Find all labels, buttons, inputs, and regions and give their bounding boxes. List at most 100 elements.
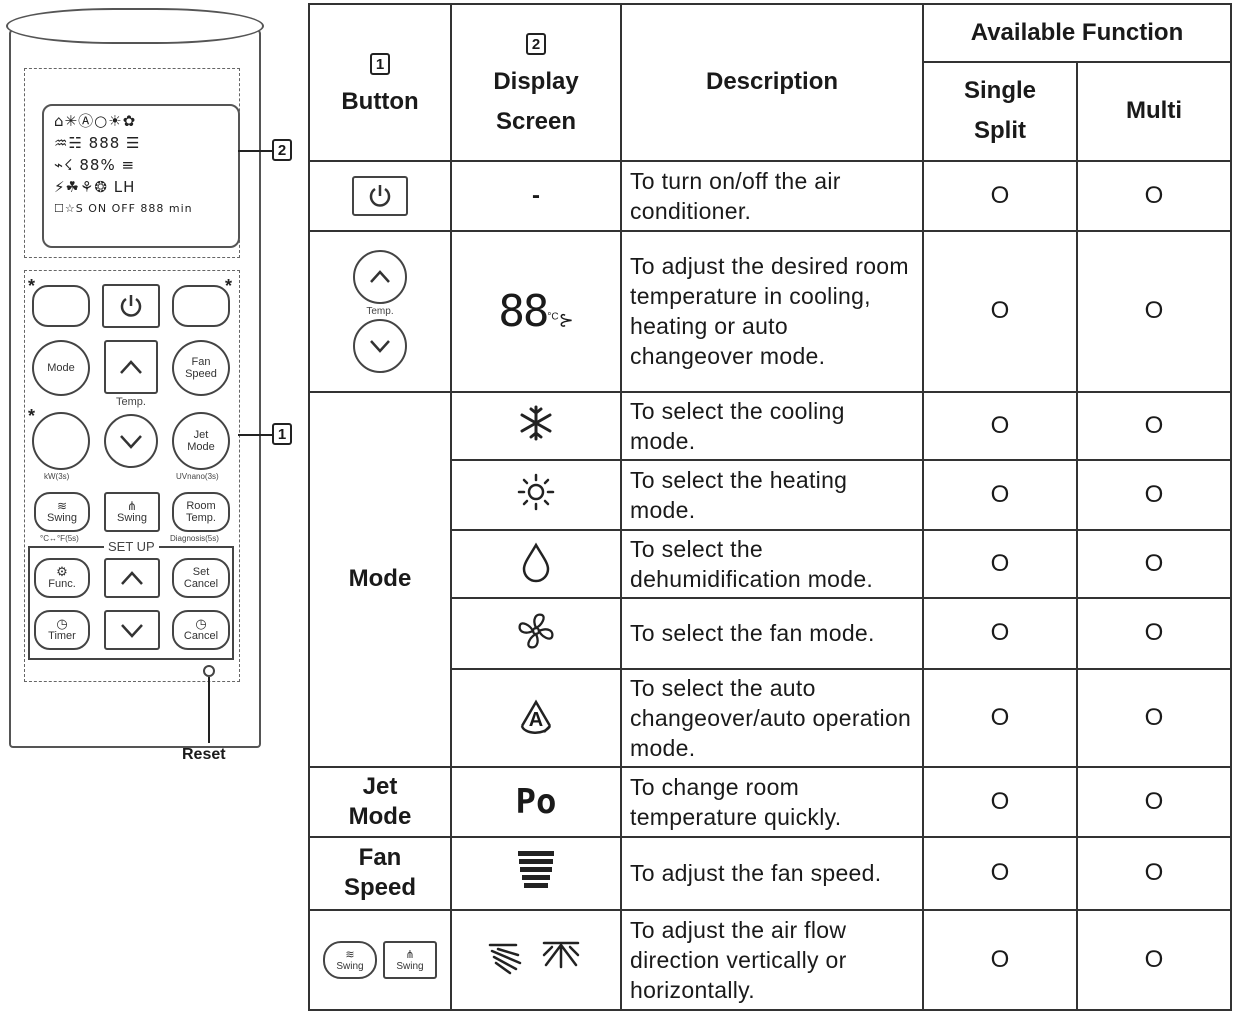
reset-line — [208, 677, 210, 743]
cell-display — [450, 458, 622, 532]
cell-multi: O — [1075, 229, 1233, 393]
cell-single-split: O — [922, 458, 1078, 532]
clock-icon: ◷ — [195, 616, 207, 631]
jet-mode-label: Jet Mode — [187, 429, 215, 453]
fan-speed-label: Fan Speed — [185, 356, 217, 380]
cell-description: To adjust the air flow direction vertica… — [620, 908, 924, 1011]
horizontal-swing-label: Swing — [117, 512, 147, 524]
table-row: To select the fan mode. O O — [309, 597, 1233, 670]
header-available-function: Available Function — [921, 2, 1233, 64]
left-blank-button[interactable] — [32, 285, 90, 327]
temp-down-button-image — [353, 318, 407, 373]
table-row: Fan Speed To adjust the fan speed. O O — [308, 836, 1233, 911]
cell-single-split: O — [922, 597, 1078, 670]
power-button-image — [352, 175, 408, 216]
chevron-down-icon — [121, 624, 143, 638]
horizontal-swing-label: Swing — [396, 960, 424, 972]
cell-display — [450, 529, 622, 600]
cell-single-split: O — [922, 765, 1078, 839]
func-button[interactable]: ⚙ Func. — [34, 558, 90, 598]
gear-icon: ⚙ — [56, 564, 68, 579]
cell-button-jet-mode: Jet Mode — [308, 765, 452, 839]
cell-multi: O — [1075, 836, 1233, 911]
kwh-label: kW(3s) — [44, 472, 70, 481]
button-area-outline — [24, 270, 240, 682]
table-row: To select the heating mode. O O — [309, 458, 1233, 532]
jet-mode-icon: Po — [515, 782, 557, 823]
callout-line-button — [238, 434, 272, 436]
sun-icon — [517, 474, 555, 511]
cell-display — [450, 908, 622, 1011]
fan-speed-bars-icon — [518, 850, 554, 888]
vertical-swing-label: Swing — [336, 960, 364, 972]
temp-up-button[interactable] — [104, 340, 158, 394]
func-label: Func. — [48, 578, 76, 590]
cell-display — [450, 390, 622, 461]
header-button: 1 Button — [308, 3, 452, 162]
cell-single-split: O — [922, 390, 1078, 461]
unit-switch-label: °C↔°F(5s) — [40, 534, 79, 543]
clock-icon: ◷ — [56, 616, 68, 631]
horizontal-swing-button[interactable]: ⋔ Swing — [104, 492, 160, 532]
setup-down-button[interactable] — [104, 610, 160, 650]
cell-description: To select the fan mode. — [620, 597, 924, 670]
setup-label: SET UP — [104, 539, 159, 554]
fan-icon — [518, 613, 554, 649]
cell-display: A — [450, 667, 622, 768]
cell-single-split: O — [922, 229, 1078, 393]
cell-display: Po — [450, 765, 622, 839]
cell-single-split: O — [922, 667, 1078, 768]
cell-description: To adjust the desired room temperature i… — [620, 229, 924, 393]
horizontal-swing-button-image: ⋔ Swing — [383, 940, 437, 979]
cell-display: 88°C⊱ — [450, 229, 622, 393]
cell-multi: O — [1075, 597, 1233, 670]
cell-multi: O — [1075, 908, 1233, 1011]
fan-speed-button[interactable]: Fan Speed — [172, 340, 230, 396]
vertical-swing-icon: ≋ — [345, 948, 355, 961]
chevron-up-icon — [120, 360, 142, 374]
snowflake-icon — [520, 405, 552, 441]
cell-display — [450, 597, 622, 670]
right-blank-button[interactable] — [172, 285, 230, 327]
cell-button-swing: ≋ Swing ⋔ Swing — [308, 908, 452, 1011]
kwh-button[interactable] — [32, 412, 90, 470]
vertical-swing-button[interactable]: ≋ Swing — [34, 492, 90, 532]
room-temp-button[interactable]: Room Temp. — [172, 492, 230, 532]
cancel-button[interactable]: ◷ Cancel — [172, 610, 230, 650]
power-icon — [120, 295, 142, 317]
mode-button[interactable]: Mode — [32, 340, 90, 396]
table-row: - To turn on/off the air conditioner. O … — [308, 159, 1233, 232]
cell-description: To change room temperature quickly. — [620, 765, 924, 839]
table-row: Mode To select the cooling mode. O O — [308, 390, 1233, 768]
chevron-down-icon — [120, 435, 142, 449]
uvnano-label: UVnano(3s) — [176, 472, 219, 481]
header-multi: Multi — [1075, 61, 1233, 162]
water-drop-icon — [522, 542, 550, 582]
lcd-row-3: ⌁☇ 88% ≡ — [54, 156, 136, 174]
callout-button-number: 1 — [272, 423, 292, 445]
lcd-row-2: ♒☵ 888 ☰ — [54, 134, 141, 152]
header-display-label: Display Screen — [493, 68, 579, 136]
function-table: 1 Button 2 Display Screen Description Av… — [308, 2, 1233, 1011]
setup-up-button[interactable] — [104, 558, 160, 598]
cancel-label: Cancel — [183, 630, 219, 642]
cell-button-mode: Mode — [308, 390, 452, 768]
reset-hole[interactable] — [203, 665, 215, 677]
cell-multi: O — [1075, 390, 1233, 461]
power-button[interactable] — [102, 284, 160, 328]
set-cancel-button[interactable]: Set Cancel — [172, 558, 230, 598]
lcd-display: ⌂✳Ⓐ○☀✿ ♒☵ 888 ☰ ⌁☇ 88% ≡ ⚡☘⚘❂ LH ☐☆S ON … — [42, 104, 240, 248]
set-cancel-label: Set Cancel — [183, 566, 219, 590]
cell-multi: O — [1075, 458, 1233, 532]
jet-mode-button[interactable]: Jet Mode — [172, 412, 230, 470]
timer-button[interactable]: ◷ Timer — [34, 610, 90, 650]
table-row: To select the dehumidification mode. O O — [309, 529, 1233, 600]
cell-button-power — [308, 159, 452, 232]
temp-down-button[interactable] — [104, 414, 158, 468]
cell-multi: O — [1075, 529, 1233, 600]
table-row: A To select the auto changeover/auto ope… — [309, 667, 1233, 768]
auto-mode-icon: A — [516, 698, 556, 738]
cell-description: To adjust the fan speed. — [620, 836, 924, 911]
vertical-swing-icon: ≋ — [56, 499, 68, 513]
thermometer-icon: ⊱ — [558, 309, 574, 330]
